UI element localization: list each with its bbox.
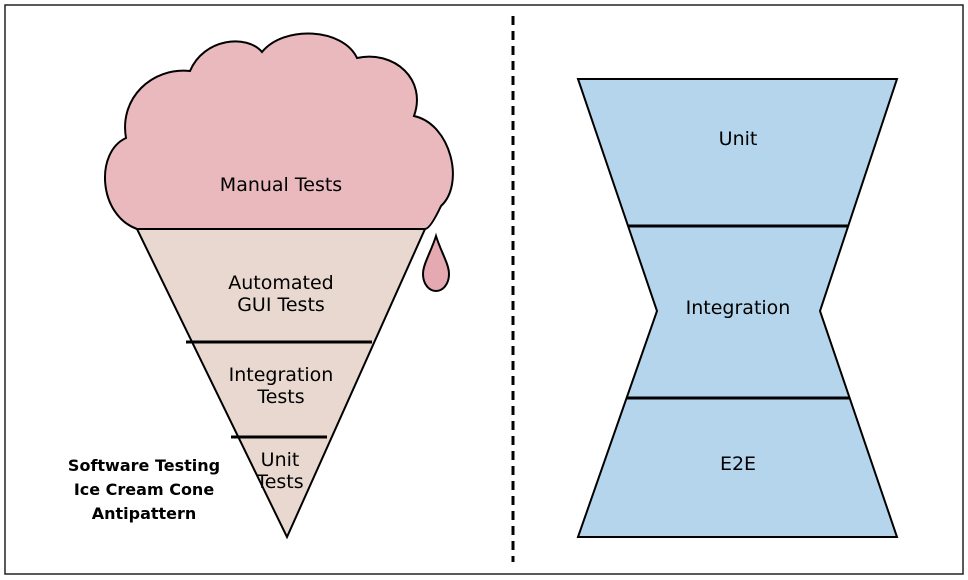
hourglass: Unit Integration E2E [576,78,899,538]
antipattern-caption-line3: Antipattern [92,504,197,523]
integration-tests-label-line2: Tests [256,386,304,408]
hourglass-shape [576,78,899,538]
hourglass-e2e-label: E2E [720,453,756,475]
unit-tests-label-line1: Unit [261,449,300,471]
unit-tests-label-line2: Tests [255,471,303,493]
antipattern-caption-line2: Ice Cream Cone [74,480,215,499]
ice-cream-scoop [104,32,454,230]
antipattern-caption-line1: Software Testing [68,456,220,475]
integration-tests-label-line1: Integration [229,364,334,386]
hourglass-integration-label: Integration [686,297,791,319]
outer-frame [4,4,964,575]
ice-cream-cone: Manual Tests Automated GUI Tests Integra… [68,32,454,540]
hourglass-unit-label: Unit [719,128,758,150]
manual-tests-label: Manual Tests [220,174,342,196]
automated-gui-tests-label-line2: GUI Tests [237,294,325,316]
ice-cream-drip [421,232,451,293]
automated-gui-tests-label-line1: Automated [228,272,333,294]
